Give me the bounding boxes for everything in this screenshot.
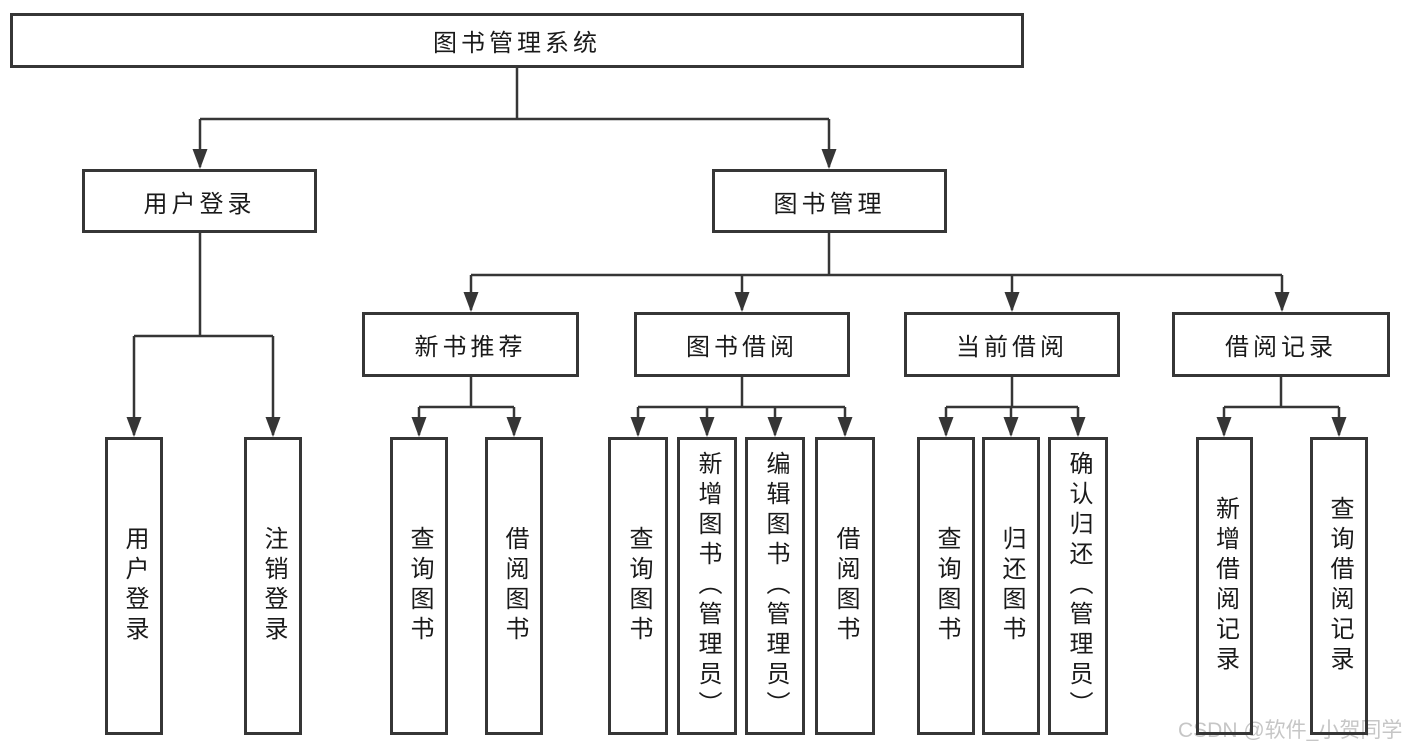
connector-borrow-records-children — [1216, 377, 1347, 437]
node-library-management-system: 图书管理系统 — [10, 13, 1024, 68]
leaf-add-book-admin: 新增图书（管理员） — [677, 437, 737, 735]
leaf-label: 归还图书 — [998, 526, 1025, 646]
leaf-return-book: 归还图书 — [982, 437, 1040, 735]
node-current-borrow: 当前借阅 — [904, 312, 1120, 377]
connector-book-borrow-children — [630, 377, 853, 437]
leaf-label: 查询图书 — [625, 526, 652, 646]
connector-book-management-children — [463, 233, 1290, 312]
leaf-user-login: 用户登录 — [105, 437, 163, 735]
leaf-add-borrow-record: 新增借阅记录 — [1196, 437, 1253, 735]
leaf-label: 确认归还（管理员） — [1065, 451, 1092, 721]
leaf-logout: 注销登录 — [244, 437, 302, 735]
node-new-book-recommend: 新书推荐 — [362, 312, 579, 377]
leaf-query-books-current: 查询图书 — [917, 437, 975, 735]
node-borrow-records: 借阅记录 — [1172, 312, 1390, 377]
connector-new-book-recommend-children — [411, 377, 522, 437]
leaf-label: 查询图书 — [406, 526, 433, 646]
node-book-borrow: 图书借阅 — [634, 312, 850, 377]
leaf-label: 借阅图书 — [832, 526, 859, 646]
leaf-label: 编辑图书（管理员） — [762, 451, 789, 721]
leaf-label: 用户登录 — [121, 526, 148, 646]
csdn-watermark: CSDN @软件_小贺同学 — [1178, 719, 1403, 742]
leaf-label: 查询借阅记录 — [1326, 496, 1353, 676]
leaf-confirm-return-admin: 确认归还（管理员） — [1048, 437, 1108, 735]
leaf-borrow-books-recommend: 借阅图书 — [485, 437, 543, 735]
connector-current-borrow-children — [938, 377, 1086, 437]
leaf-query-books-recommend: 查询图书 — [390, 437, 448, 735]
leaf-label: 注销登录 — [260, 526, 287, 646]
leaf-query-books-borrow: 查询图书 — [608, 437, 668, 735]
leaf-label: 新增图书（管理员） — [694, 451, 721, 721]
leaf-query-borrow-record: 查询借阅记录 — [1310, 437, 1368, 735]
node-book-management: 图书管理 — [712, 169, 947, 233]
leaf-label: 新增借阅记录 — [1211, 496, 1239, 676]
node-user-login: 用户登录 — [82, 169, 317, 233]
leaf-label: 查询图书 — [933, 526, 960, 646]
leaf-label: 借阅图书 — [501, 526, 528, 646]
leaf-edit-book-admin: 编辑图书（管理员） — [745, 437, 805, 735]
connector-user-login-children — [126, 233, 281, 437]
connector-root-children — [192, 68, 837, 169]
leaf-borrow-books: 借阅图书 — [815, 437, 875, 735]
